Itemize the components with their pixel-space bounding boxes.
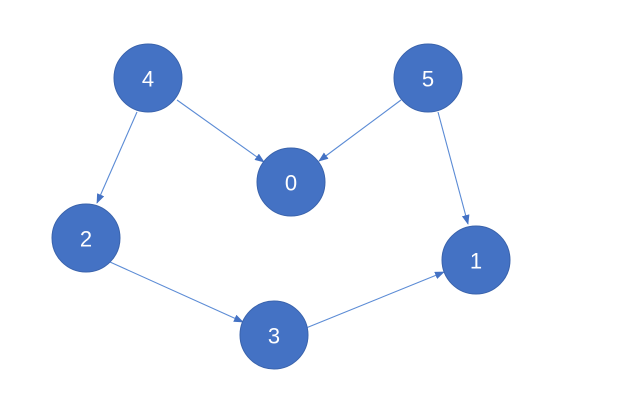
edges-layer [96,99,470,329]
node-label-4: 4 [142,67,154,92]
edge-5-to-0 [318,99,402,162]
graph-node-2[interactable]: 2 [51,203,121,273]
edge-5-to-1 [437,111,470,225]
nodes-layer: 0 1 2 3 4 5 [51,43,511,370]
node-shape-1[interactable] [441,225,511,295]
node-label-2: 2 [80,227,92,252]
edge-3-to-1 [305,271,445,329]
graph-node-4[interactable]: 4 [113,43,183,113]
node-shape-2[interactable] [51,203,121,273]
edge-4-to-2 [96,111,138,204]
graph-node-3[interactable]: 3 [239,300,309,370]
node-shape-4[interactable] [113,43,183,113]
graph-node-0[interactable]: 0 [256,147,326,217]
node-shape-5[interactable] [393,43,463,113]
graph-node-1[interactable]: 1 [441,225,511,295]
node-label-0: 0 [285,171,297,196]
edge-2-to-3 [109,261,244,323]
node-shape-3[interactable] [239,300,309,370]
edge-4-to-0 [176,99,265,163]
node-label-1: 1 [470,249,482,274]
graph-node-5[interactable]: 5 [393,43,463,113]
node-shape-0[interactable] [256,147,326,217]
node-label-5: 5 [422,67,434,92]
node-label-3: 3 [268,324,280,349]
